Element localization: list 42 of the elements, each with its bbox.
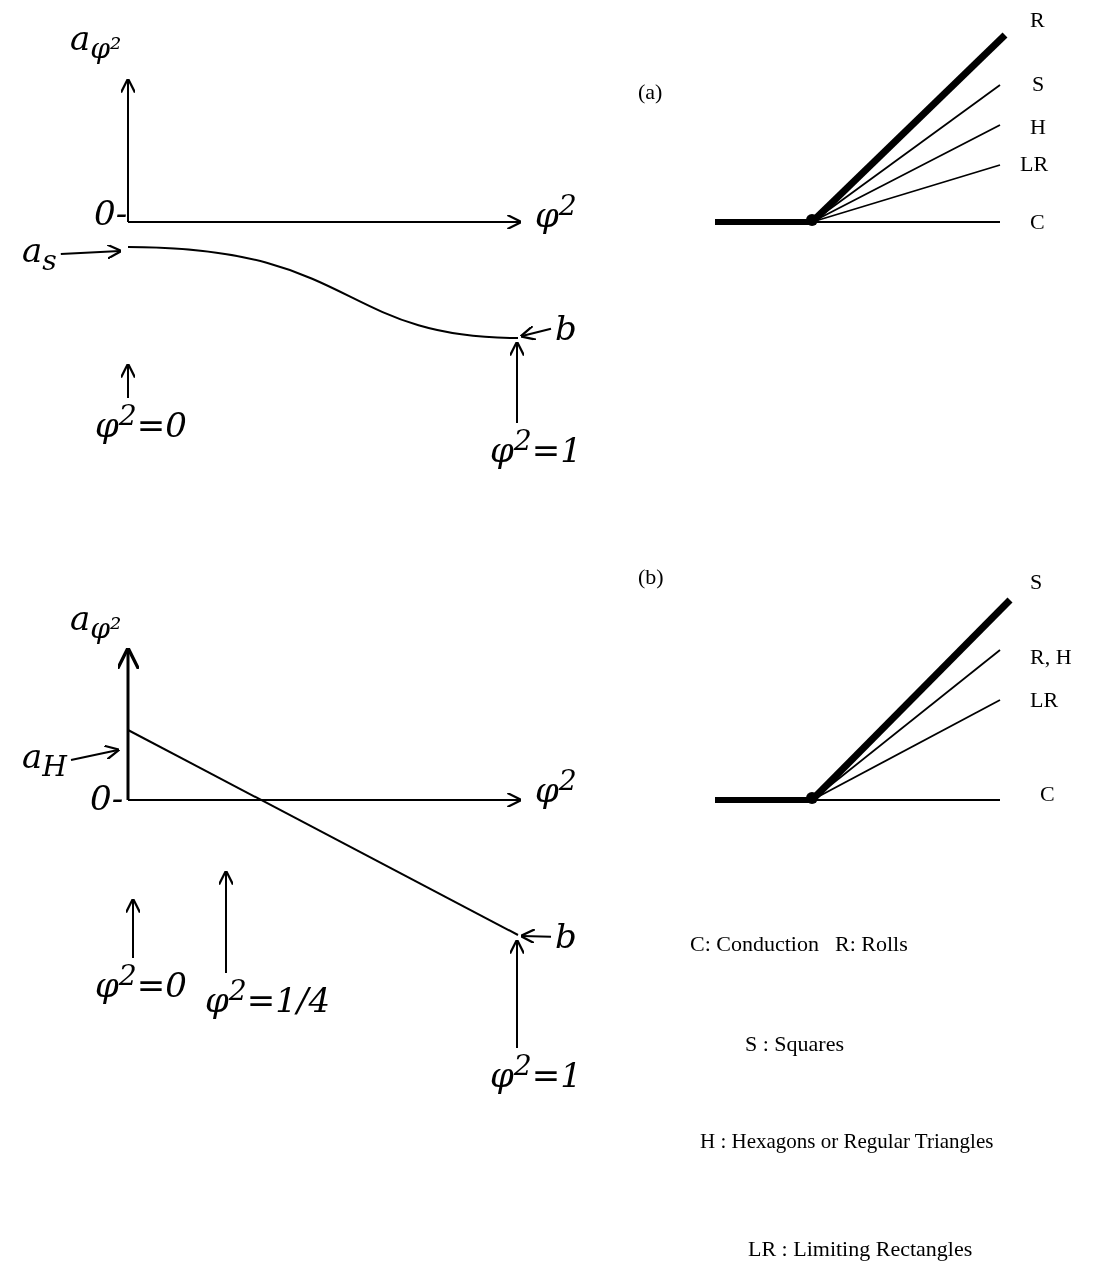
leader-arrow	[59, 243, 123, 260]
leader-arrow	[508, 340, 526, 424]
legend-text: C: Conduction	[690, 932, 819, 957]
leader-arrow	[519, 325, 552, 341]
axis-label: 0-	[90, 780, 124, 818]
leader-arrow	[508, 938, 526, 1049]
point-label: φ$^{2}$=1	[490, 425, 582, 470]
branch-label: C	[1040, 782, 1055, 807]
point-label: φ$^{2}$=0	[95, 400, 187, 445]
axis-label: φ$^{2}$	[535, 190, 577, 235]
leader-arrow	[217, 869, 235, 974]
axis-label: φ$^{2}$	[535, 765, 577, 810]
axis-label: a$_{φ²}$	[70, 600, 122, 644]
leader-arrow	[119, 362, 137, 399]
branch-label: R, H	[1030, 645, 1072, 670]
point-label: b	[555, 918, 577, 956]
legend-text: LR : Limiting Rectangles	[748, 1237, 973, 1262]
leader-arrow	[124, 897, 142, 959]
legend-text: H : Hexagons or Regular Triangles	[700, 1130, 994, 1154]
point-label: φ$^{2}$=1	[490, 1050, 582, 1095]
branch-label: LR	[1030, 688, 1059, 713]
panel-label: (a)	[638, 80, 663, 105]
branch-label: C	[1030, 210, 1045, 235]
branch-label: S	[1032, 72, 1045, 97]
panel-label: (b)	[638, 565, 664, 590]
legend-text: S : Squares	[745, 1032, 844, 1057]
straight-line	[127, 729, 519, 936]
point-label: a$_{H}$	[22, 738, 67, 782]
branch-label: H	[1030, 115, 1046, 140]
axis-label: a$_{φ²}$	[70, 20, 122, 64]
legend-text: R: Rolls	[835, 932, 908, 957]
curve	[127, 246, 519, 339]
axis-label: 0-	[94, 195, 128, 233]
point-label: φ$^{2}$=0	[95, 960, 187, 1005]
point-label: φ$^{2}$=1/4	[205, 975, 331, 1020]
point-label: a$_{s}$	[22, 232, 57, 276]
branch-label: LR	[1020, 152, 1049, 177]
leader-arrow	[519, 928, 552, 945]
branch-label: S	[1030, 570, 1043, 595]
branch-label: R	[1030, 8, 1045, 33]
leader-arrow	[70, 744, 121, 761]
point-label: b	[555, 310, 577, 348]
